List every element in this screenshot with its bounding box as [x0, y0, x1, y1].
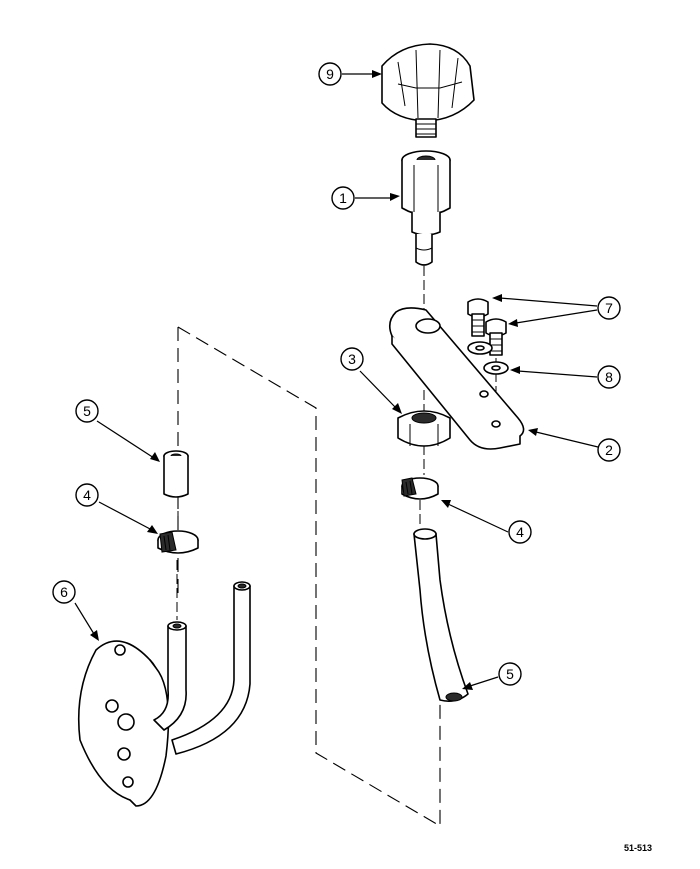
- bracket-plate-part: [388, 307, 525, 450]
- short-hose-left-part: [163, 450, 189, 498]
- callout-7-label: 7: [605, 300, 613, 316]
- callout-8: 8: [597, 365, 621, 389]
- callout-4-left-label: 4: [83, 487, 91, 503]
- callout-5-bottom: 5: [498, 662, 522, 686]
- callout-5-top-label: 5: [83, 403, 91, 419]
- dashed-reference-line: [177, 326, 441, 827]
- hose-clamp-left-part: [157, 530, 199, 554]
- callout-9-label: 9: [326, 66, 334, 82]
- callout-5-bottom-label: 5: [506, 666, 514, 682]
- callout-3-label: 3: [348, 351, 356, 367]
- callout-5-top: 5: [75, 399, 99, 423]
- callout-4-right-label: 4: [516, 524, 524, 540]
- bolt-parts: [467, 298, 507, 356]
- callout-2-label: 2: [605, 442, 613, 458]
- hex-fitting-part: [401, 150, 451, 266]
- callout-4-right: 4: [508, 520, 532, 544]
- hex-nut-part: [397, 410, 451, 447]
- knob-cap-part: [381, 43, 475, 138]
- callout-2: 2: [597, 438, 621, 462]
- leader-lines: [74, 70, 599, 690]
- callout-7: 7: [597, 296, 621, 320]
- callout-9: 9: [318, 62, 342, 86]
- figure-reference: 51-513: [624, 843, 652, 853]
- hose-clamp-right-part: [401, 477, 439, 500]
- washer-parts: [467, 341, 509, 375]
- callout-6-label: 6: [60, 584, 68, 600]
- assembly-axis-lines: [176, 266, 497, 620]
- callout-1-label: 1: [339, 190, 347, 206]
- long-hose-part: [413, 528, 469, 702]
- callout-4-left: 4: [75, 483, 99, 507]
- flange-tube-assembly-part: [77, 581, 251, 807]
- callout-6: 6: [52, 580, 76, 604]
- callout-1: 1: [331, 186, 355, 210]
- callout-3: 3: [340, 347, 364, 371]
- callout-8-label: 8: [605, 369, 613, 385]
